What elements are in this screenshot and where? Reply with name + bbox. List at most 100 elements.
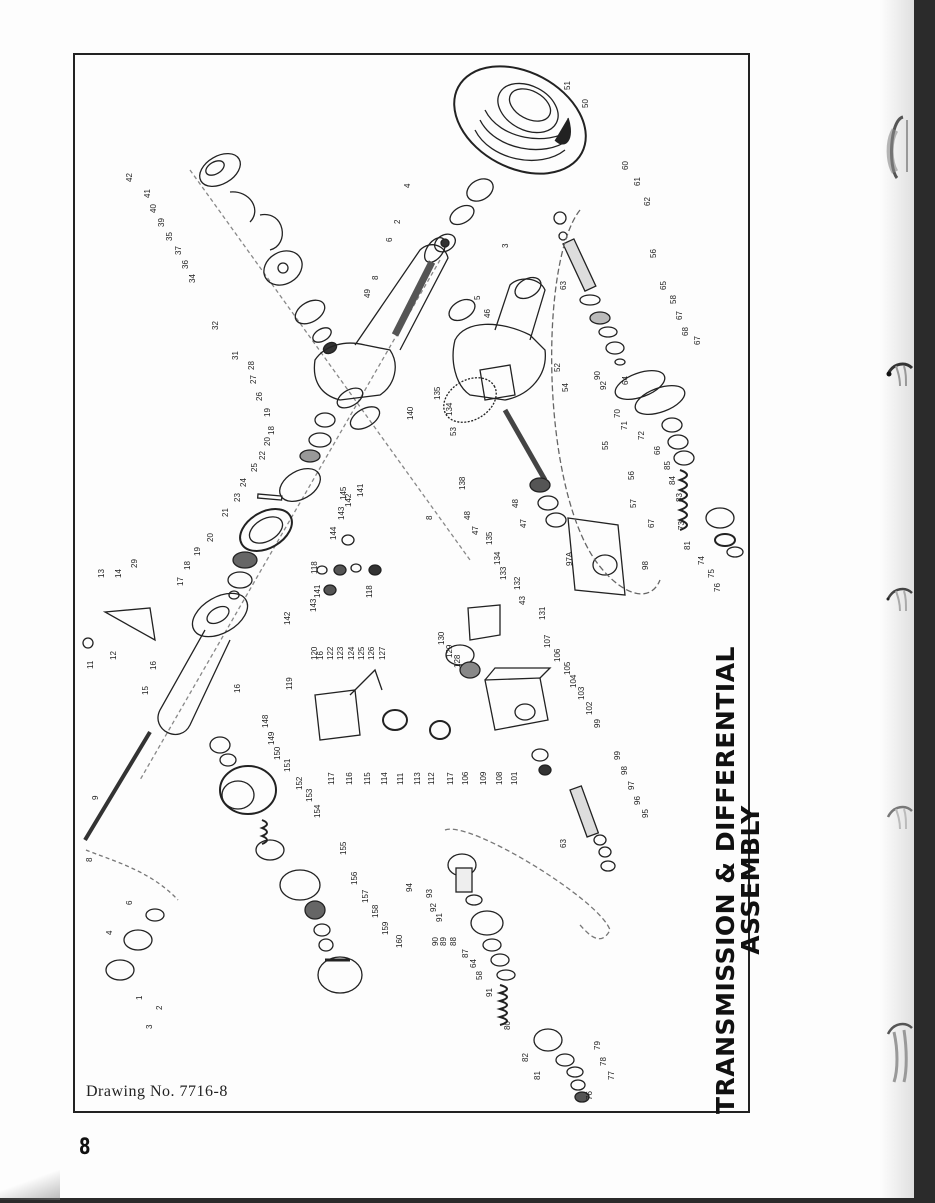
svg-text:64: 64 [621, 376, 630, 385]
page-corner-curl [0, 1170, 60, 1200]
svg-text:55: 55 [601, 441, 610, 450]
binder-hole-icon [886, 1022, 913, 1083]
svg-text:47: 47 [519, 519, 528, 528]
svg-text:18: 18 [267, 426, 276, 435]
svg-text:14: 14 [114, 569, 123, 578]
svg-text:84: 84 [668, 476, 677, 485]
svg-text:81: 81 [683, 541, 692, 550]
svg-text:2: 2 [393, 219, 402, 224]
svg-text:16: 16 [149, 661, 158, 670]
svg-text:135: 135 [433, 386, 442, 400]
pinion-gears-icon [316, 534, 382, 596]
svg-text:3: 3 [145, 1024, 154, 1029]
svg-text:91: 91 [485, 988, 494, 997]
svg-text:128: 128 [453, 654, 462, 668]
svg-text:151: 151 [283, 758, 292, 772]
svg-text:49: 49 [363, 289, 372, 298]
svg-text:141: 141 [356, 483, 365, 497]
page-binding-shadow [880, 0, 914, 1203]
svg-text:80: 80 [503, 1021, 512, 1030]
svg-text:20: 20 [263, 437, 272, 446]
svg-text:157: 157 [361, 889, 370, 903]
svg-text:113: 113 [413, 772, 422, 785]
svg-text:85: 85 [663, 461, 672, 470]
svg-text:41: 41 [143, 189, 152, 198]
svg-text:34: 34 [188, 274, 197, 283]
svg-text:152: 152 [295, 776, 304, 790]
svg-text:111: 111 [396, 772, 405, 785]
svg-text:61: 61 [633, 177, 642, 186]
svg-text:1: 1 [135, 995, 144, 1000]
svg-text:142: 142 [344, 493, 353, 507]
output-shaft-icon [569, 785, 616, 872]
svg-text:15: 15 [141, 686, 150, 695]
secondary-pulley-icon [444, 828, 611, 1103]
svg-text:105: 105 [563, 661, 572, 675]
svg-text:154: 154 [313, 804, 322, 818]
svg-text:12: 12 [109, 651, 118, 660]
drawing-number: Drawing No. 7716-8 [86, 1083, 228, 1100]
svg-text:153: 153 [305, 788, 314, 802]
svg-text:36: 36 [181, 260, 190, 269]
svg-text:155: 155 [339, 841, 348, 855]
svg-text:25: 25 [250, 463, 259, 472]
svg-text:54: 54 [561, 383, 570, 392]
svg-text:21: 21 [221, 508, 230, 517]
svg-text:87: 87 [461, 949, 470, 958]
svg-text:94: 94 [405, 883, 414, 892]
svg-text:67: 67 [693, 336, 702, 345]
svg-text:76: 76 [713, 583, 722, 592]
svg-text:131: 131 [538, 606, 547, 620]
svg-text:37: 37 [174, 246, 183, 255]
svg-text:60: 60 [621, 161, 630, 170]
svg-text:127: 127 [378, 646, 387, 660]
svg-text:101: 101 [510, 771, 519, 785]
svg-text:6: 6 [385, 237, 394, 242]
svg-text:67: 67 [675, 311, 684, 320]
svg-text:91: 91 [435, 913, 444, 922]
svg-text:71: 71 [620, 421, 629, 430]
clutch-drum-icon [209, 736, 363, 994]
svg-text:63: 63 [559, 839, 568, 848]
svg-text:90: 90 [593, 371, 602, 380]
svg-text:92: 92 [429, 903, 438, 912]
svg-text:39: 39 [157, 218, 166, 227]
svg-text:73: 73 [677, 521, 686, 530]
page-number: 8 [79, 1135, 91, 1160]
svg-text:140: 140 [406, 406, 415, 420]
svg-text:74: 74 [697, 556, 706, 565]
svg-text:78: 78 [599, 1057, 608, 1066]
svg-text:83: 83 [675, 493, 684, 502]
svg-text:95: 95 [641, 809, 650, 818]
svg-text:66: 66 [653, 446, 662, 455]
svg-text:72: 72 [637, 431, 646, 440]
svg-text:6: 6 [125, 900, 134, 905]
svg-text:53: 53 [449, 427, 458, 436]
binder-hole-icon [886, 587, 913, 612]
svg-text:40: 40 [149, 204, 158, 213]
gear-case-icon [443, 276, 548, 482]
svg-text:145: 145 [339, 486, 348, 500]
svg-text:160: 160 [395, 934, 404, 948]
svg-text:57: 57 [629, 499, 638, 508]
svg-text:35: 35 [165, 232, 174, 241]
svg-text:28: 28 [247, 361, 256, 370]
drawing-frame [73, 53, 750, 1113]
svg-text:116: 116 [345, 772, 354, 785]
svg-text:134: 134 [493, 551, 502, 565]
assembly-title: TRANSMISSION & DIFFERENTIAL ASSEMBLY [708, 640, 768, 1120]
binder-hole-icon [886, 115, 908, 179]
svg-text:124: 124 [347, 646, 356, 660]
svg-text:82: 82 [521, 1053, 530, 1062]
svg-text:79: 79 [593, 1041, 602, 1050]
svg-text:118: 118 [310, 561, 319, 574]
svg-text:46: 46 [483, 309, 492, 318]
svg-text:89: 89 [439, 937, 448, 946]
svg-text:112: 112 [427, 772, 436, 785]
wheel-hub-icon [391, 178, 494, 337]
svg-text:107: 107 [543, 634, 552, 648]
svg-text:104: 104 [569, 674, 578, 688]
svg-text:99: 99 [593, 719, 602, 728]
svg-text:117: 117 [327, 772, 336, 785]
svg-text:159: 159 [381, 921, 390, 935]
